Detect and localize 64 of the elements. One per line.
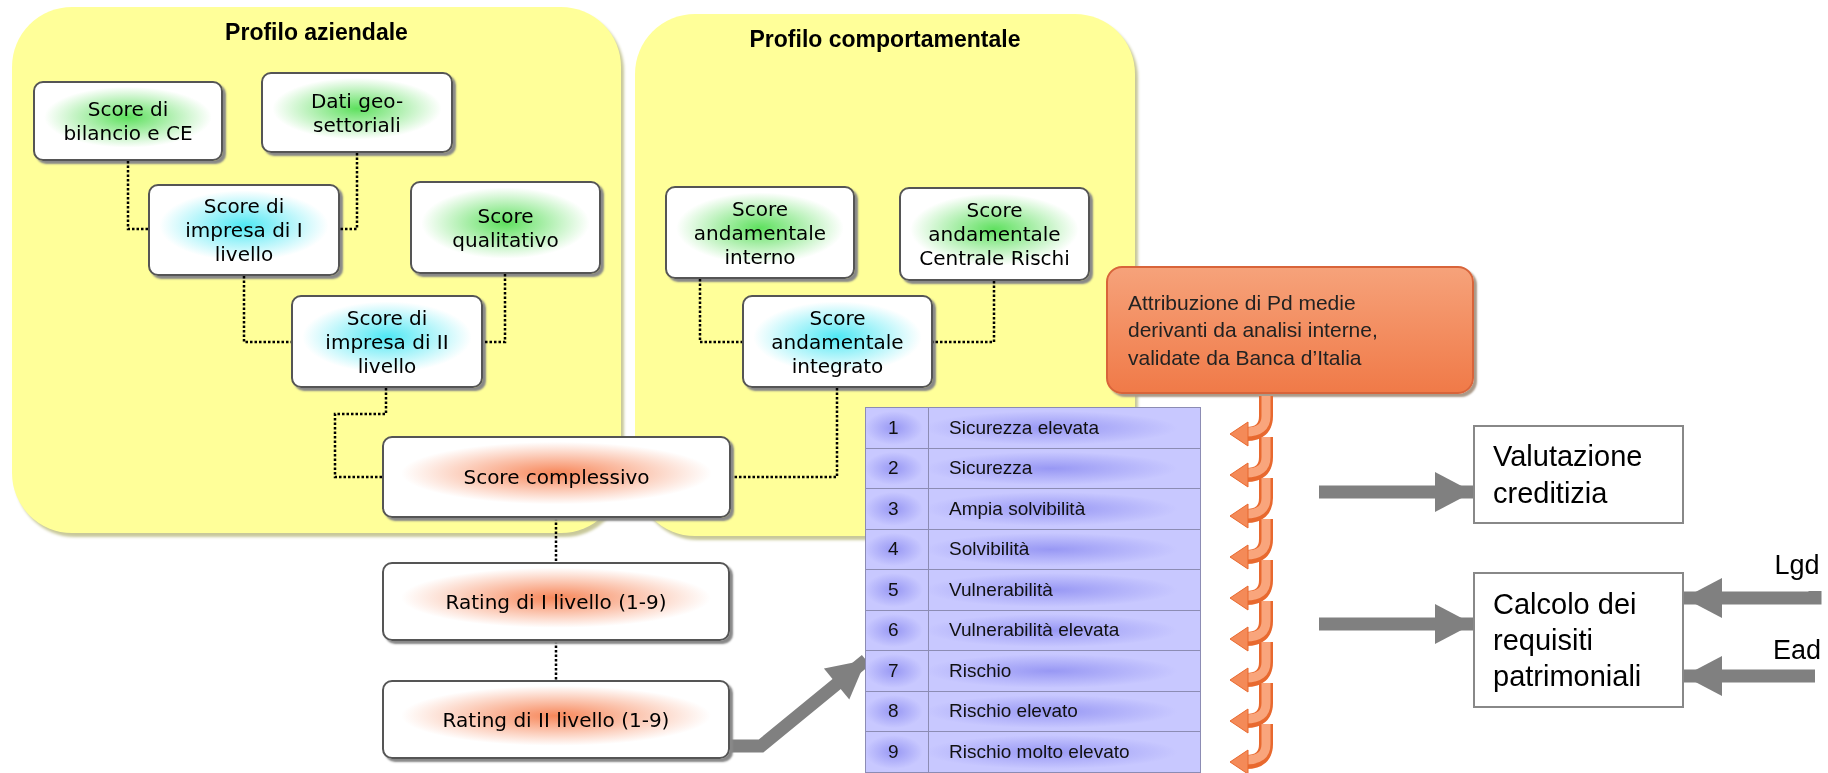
box-label: Score andamentale integrato — [770, 305, 905, 378]
box-label: Score di impresa di II livello — [324, 305, 450, 378]
result-box — [1473, 425, 1684, 524]
rating-table — [866, 408, 1200, 773]
connector-line — [698, 279, 742, 344]
table-cell: Sicurezza elevata — [929, 408, 1200, 448]
score-box — [148, 184, 340, 276]
connector-line — [731, 388, 839, 479]
table-cell: Sicurezza — [929, 448, 1200, 488]
score-box — [382, 680, 730, 759]
connector-line — [554, 641, 558, 680]
arrow — [1319, 604, 1473, 644]
connector-line — [340, 153, 359, 231]
table-cell: Rischio elevato — [929, 691, 1200, 731]
table-cell: Rischio molto elevato — [929, 732, 1200, 772]
connector-line — [333, 388, 388, 479]
box-label: Rating di I livello (1-9) — [445, 589, 667, 614]
input-label: Ead — [1772, 635, 1821, 666]
score-box — [261, 72, 453, 153]
table-cell: 4 — [866, 529, 929, 569]
table-cell: Solvibilità — [929, 529, 1200, 569]
box-label: Score complessivo — [463, 465, 650, 489]
table-cell: Vulnerabilità elevata — [929, 610, 1200, 650]
score-box — [410, 181, 601, 274]
table-cell: Rischio — [929, 651, 1200, 691]
box-label: Valutazione creditizia — [1493, 439, 1644, 511]
table-cell: 1 — [866, 408, 929, 448]
table-cell: 9 — [866, 732, 929, 772]
arrow — [1319, 472, 1473, 512]
score-box — [899, 187, 1090, 281]
connector-line — [242, 276, 291, 344]
table-cell: 8 — [866, 691, 929, 731]
box-label: Score di bilancio e CE — [62, 97, 194, 145]
table-cell: 3 — [866, 489, 929, 529]
input-label: Lgd — [1774, 550, 1820, 581]
box-label: Attribuzione di Pd medie derivanti da analisi interne, validate da Banca d’Italia — [1128, 290, 1379, 371]
table-cell: 2 — [866, 448, 929, 488]
arrow — [1684, 578, 1822, 618]
score-box — [382, 562, 730, 641]
box-label: Dati geo-settoriali — [309, 88, 405, 137]
table-cell: 5 — [866, 570, 929, 610]
box-label: Score di impresa di I livello — [184, 194, 304, 266]
box-label: Score qualitativo — [451, 203, 560, 252]
score-box — [665, 186, 855, 279]
panel-title: Profilo aziendale — [224, 19, 409, 46]
score-box — [742, 295, 933, 388]
table-cell: Ampia solvibilità — [929, 489, 1200, 529]
process-box — [1106, 266, 1474, 394]
result-box — [1473, 572, 1684, 708]
table-cell: 6 — [866, 610, 929, 650]
table-cell: 7 — [866, 651, 929, 691]
box-label: Score andamentale Centrale Rischi — [918, 198, 1071, 270]
table-cell: Vulnerabilità — [929, 570, 1200, 610]
connector-line — [126, 161, 148, 231]
connector-line — [554, 518, 558, 562]
panel-title: Profilo comportamentale — [748, 26, 1022, 53]
connector-line — [483, 274, 507, 344]
box-label: Rating di II livello (1-9) — [442, 707, 670, 732]
score-box — [291, 295, 483, 388]
score-box — [33, 81, 223, 161]
box-label: Score andamentale interno — [692, 196, 828, 269]
score-box — [382, 436, 731, 518]
box-label: Calcolo dei requisiti patrimoniali — [1493, 586, 1643, 695]
connector-line — [933, 281, 996, 344]
